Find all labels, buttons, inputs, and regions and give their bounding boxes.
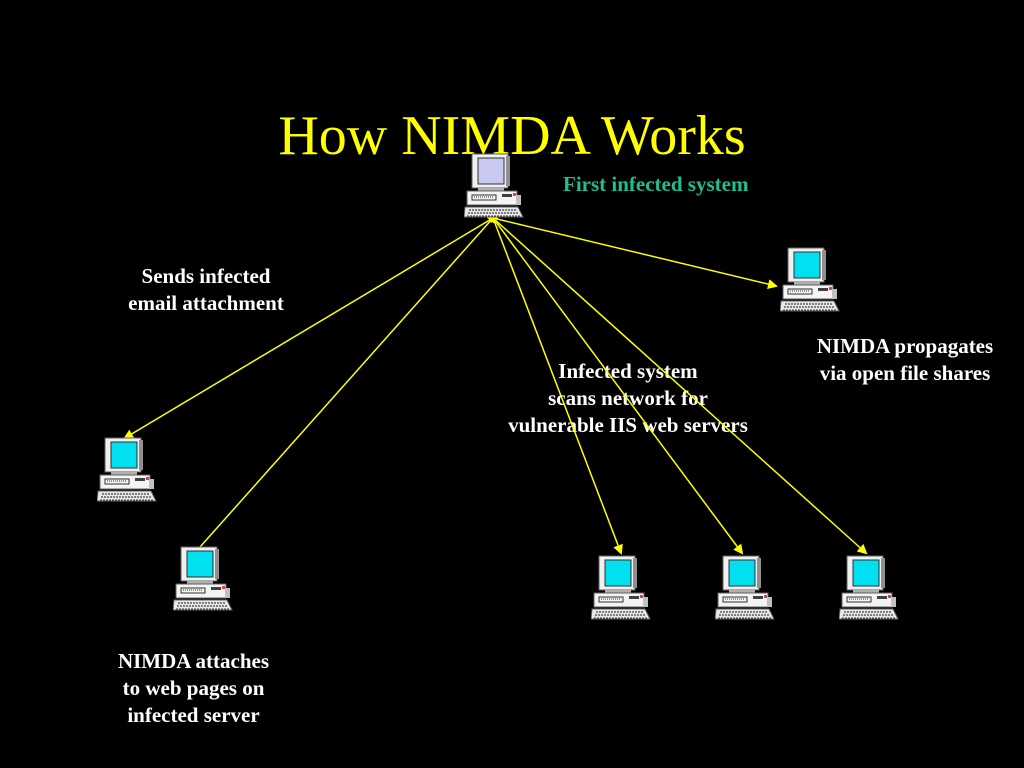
iis-server-computer-1 xyxy=(591,555,651,621)
slide-title: How NIMDA Works xyxy=(278,105,746,167)
first-infected-computer xyxy=(464,153,524,219)
desktop-computer-icon xyxy=(839,555,899,620)
web-pages-label: NIMDA attaches to web pages on infected … xyxy=(117,649,270,727)
desktop-computer-icon xyxy=(97,437,157,502)
edge-source-to-email-target xyxy=(123,213,500,440)
desktop-computer-icon xyxy=(464,153,524,218)
first-infected-label: First infected system xyxy=(563,172,749,196)
edge-group xyxy=(123,210,868,555)
file-share-computer xyxy=(780,247,840,313)
desktop-computer-icon xyxy=(715,555,775,620)
desktop-computer-icon xyxy=(780,247,840,312)
email-victim-computer xyxy=(97,437,157,503)
edge-source-to-web-server xyxy=(199,212,499,548)
edge-source-to-iis-server-1 xyxy=(489,210,623,555)
web-server-computer xyxy=(173,546,233,612)
desktop-computer-icon xyxy=(173,546,233,611)
edge-source-to-iis-server-3 xyxy=(487,212,868,555)
iis-server-computer-2 xyxy=(715,555,775,621)
iis-server-computer-3 xyxy=(839,555,899,621)
desktop-computer-icon xyxy=(591,555,651,620)
